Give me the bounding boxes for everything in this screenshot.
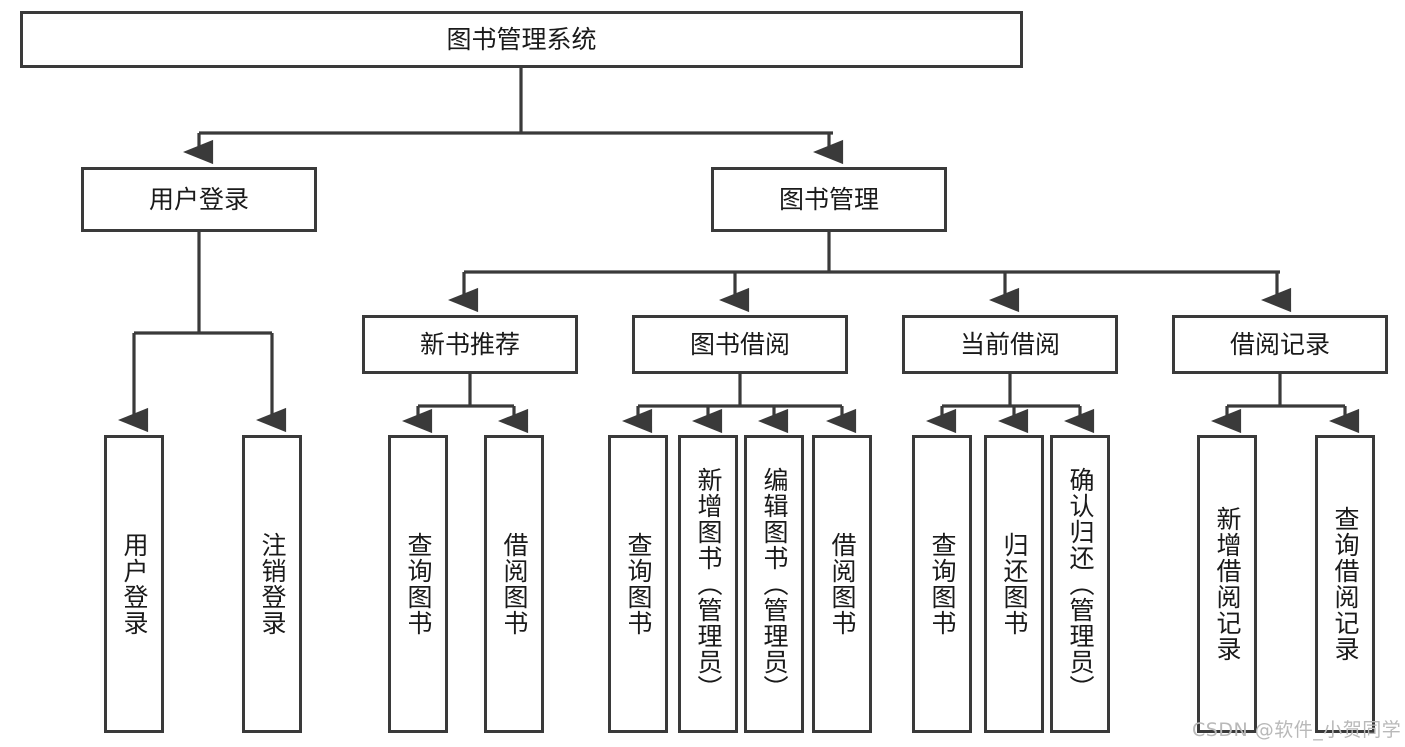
node-label: 用户登录 bbox=[148, 185, 249, 214]
leaf-edit-book-admin[interactable]: 编辑图书（管理员） bbox=[744, 435, 804, 733]
node-label: 图书管理系统 bbox=[446, 25, 597, 54]
csdn-watermark: CSDN @软件_小贺同学 bbox=[1192, 719, 1402, 741]
leaf-add-book-admin[interactable]: 新增图书（管理员） bbox=[678, 435, 738, 733]
node-current-borrow[interactable]: 当前借阅 bbox=[902, 315, 1118, 374]
node-new-book-recommend[interactable]: 新书推荐 bbox=[362, 315, 578, 374]
node-label: 注销登录 bbox=[258, 532, 287, 636]
node-label: 新增图书（管理员） bbox=[694, 467, 723, 701]
leaf-borrow-book-2[interactable]: 借阅图书 bbox=[812, 435, 872, 733]
node-book-borrow[interactable]: 图书借阅 bbox=[632, 315, 848, 374]
leaf-add-borrow-record[interactable]: 新增借阅记录 bbox=[1197, 435, 1257, 733]
node-label: 确认归还（管理员） bbox=[1066, 467, 1095, 701]
leaf-query-borrow-record[interactable]: 查询借阅记录 bbox=[1315, 435, 1375, 733]
node-label: 查询图书 bbox=[624, 532, 653, 636]
node-label: 当前借阅 bbox=[959, 330, 1060, 359]
node-label: 归还图书 bbox=[1000, 532, 1029, 636]
node-borrow-record[interactable]: 借阅记录 bbox=[1172, 315, 1388, 374]
node-label: 借阅记录 bbox=[1229, 330, 1330, 359]
leaf-query-book-2[interactable]: 查询图书 bbox=[608, 435, 668, 733]
leaf-return-book[interactable]: 归还图书 bbox=[984, 435, 1044, 733]
node-label: 借阅图书 bbox=[500, 532, 529, 636]
leaf-query-book-3[interactable]: 查询图书 bbox=[912, 435, 972, 733]
node-label: 查询图书 bbox=[928, 532, 957, 636]
node-root-system[interactable]: 图书管理系统 bbox=[20, 11, 1023, 68]
node-label: 图书借阅 bbox=[689, 330, 790, 359]
leaf-borrow-book-1[interactable]: 借阅图书 bbox=[484, 435, 544, 733]
node-label: 用户登录 bbox=[120, 532, 149, 636]
node-label: 编辑图书（管理员） bbox=[760, 467, 789, 701]
leaf-user-login[interactable]: 用户登录 bbox=[104, 435, 164, 733]
node-user-login[interactable]: 用户登录 bbox=[81, 167, 317, 232]
leaf-query-book-1[interactable]: 查询图书 bbox=[388, 435, 448, 733]
node-label: 新书推荐 bbox=[419, 330, 520, 359]
node-label: 查询图书 bbox=[404, 532, 433, 636]
node-label: 新增借阅记录 bbox=[1213, 506, 1242, 662]
node-label: 查询借阅记录 bbox=[1331, 506, 1360, 662]
node-book-management[interactable]: 图书管理 bbox=[711, 167, 947, 232]
node-label: 借阅图书 bbox=[828, 532, 857, 636]
leaf-confirm-return-admin[interactable]: 确认归还（管理员） bbox=[1050, 435, 1110, 733]
node-label: 图书管理 bbox=[778, 185, 879, 214]
leaf-logout[interactable]: 注销登录 bbox=[242, 435, 302, 733]
